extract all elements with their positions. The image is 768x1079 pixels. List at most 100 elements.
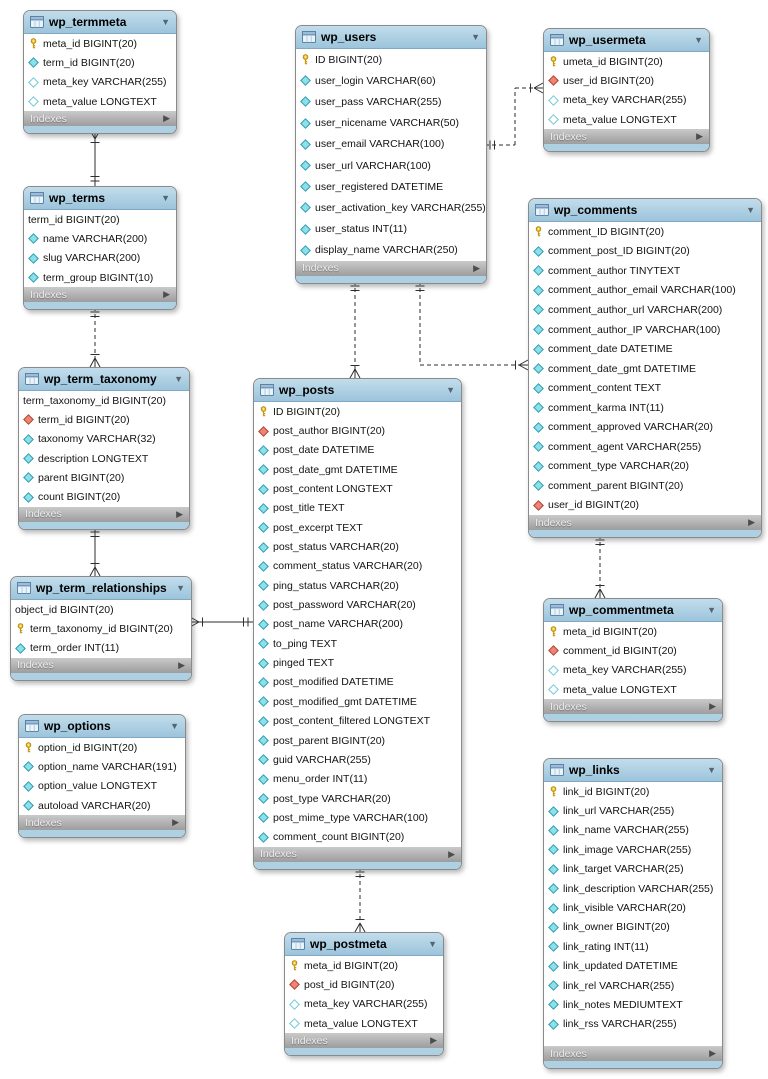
collapse-toggle-icon[interactable]: ▼ — [174, 374, 183, 384]
table-header[interactable]: wp_term_relationships▼ — [11, 577, 191, 600]
collapse-toggle-icon[interactable]: ▼ — [694, 35, 703, 45]
table-column-row[interactable]: comment_content TEXT — [529, 378, 761, 398]
table-column-row[interactable]: post_modified DATETIME — [254, 673, 461, 692]
table-column-row[interactable]: link_description VARCHAR(255) — [544, 879, 722, 898]
table-column-row[interactable]: comment_count BIGINT(20) — [254, 828, 461, 847]
table-column-row[interactable]: link_updated DATETIME — [544, 957, 722, 976]
table-column-row[interactable]: post_mime_type VARCHAR(100) — [254, 808, 461, 827]
indexes-bar[interactable]: Indexes▶ — [19, 506, 189, 522]
collapse-toggle-icon[interactable]: ▼ — [746, 205, 755, 215]
expand-indexes-icon[interactable]: ▶ — [176, 508, 183, 519]
table-wp_links[interactable]: wp_links▼link_id BIGINT(20)link_url VARC… — [543, 758, 723, 1070]
table-column-row[interactable]: user_email VARCHAR(100) — [296, 134, 486, 155]
indexes-bar[interactable]: Indexes▶ — [24, 287, 176, 303]
table-column-row[interactable]: comment_author_url VARCHAR(200) — [529, 300, 761, 320]
table-column-row[interactable]: meta_key VARCHAR(255) — [544, 661, 722, 680]
indexes-bar[interactable]: Indexes▶ — [544, 699, 722, 715]
table-wp_users[interactable]: wp_users▼ID BIGINT(20)user_login VARCHAR… — [295, 25, 487, 284]
table-header[interactable]: wp_options▼ — [19, 715, 185, 738]
table-column-row[interactable]: meta_key VARCHAR(255) — [544, 91, 709, 110]
expand-indexes-icon[interactable]: ▶ — [748, 517, 755, 528]
table-column-row[interactable]: comment_karma INT(11) — [529, 398, 761, 418]
table-header[interactable]: wp_termmeta▼ — [24, 11, 176, 34]
table-column-row[interactable]: comment_parent BIGINT(20) — [529, 476, 761, 496]
table-column-row[interactable]: post_excerpt TEXT — [254, 518, 461, 537]
table-column-row[interactable]: comment_date_gmt DATETIME — [529, 359, 761, 379]
table-column-row[interactable]: umeta_id BIGINT(20) — [544, 52, 709, 71]
table-column-row[interactable]: post_id BIGINT(20) — [285, 975, 443, 994]
table-column-row[interactable]: post_password VARCHAR(20) — [254, 595, 461, 614]
table-column-row[interactable]: user_registered DATETIME — [296, 176, 486, 197]
expand-indexes-icon[interactable]: ▶ — [709, 701, 716, 712]
indexes-bar[interactable]: Indexes▶ — [24, 111, 176, 127]
table-column-row[interactable]: post_modified_gmt DATETIME — [254, 692, 461, 711]
expand-indexes-icon[interactable]: ▶ — [709, 1048, 716, 1059]
table-column-row[interactable]: slug VARCHAR(200) — [24, 249, 176, 268]
expand-indexes-icon[interactable]: ▶ — [163, 289, 170, 300]
table-column-row[interactable]: option_name VARCHAR(191) — [19, 757, 185, 776]
collapse-toggle-icon[interactable]: ▼ — [170, 721, 179, 731]
table-column-row[interactable]: ID BIGINT(20) — [254, 402, 461, 421]
table-wp_options[interactable]: wp_options▼option_id BIGINT(20)option_na… — [18, 714, 186, 839]
table-column-row[interactable]: post_name VARCHAR(200) — [254, 615, 461, 634]
table-wp_posts[interactable]: wp_posts▼ID BIGINT(20)post_author BIGINT… — [253, 378, 462, 870]
table-column-row[interactable]: meta_id BIGINT(20) — [544, 622, 722, 641]
table-column-row[interactable]: link_rating INT(11) — [544, 937, 722, 956]
table-column-row[interactable]: post_parent BIGINT(20) — [254, 731, 461, 750]
table-column-row[interactable]: term_id BIGINT(20) — [24, 210, 176, 229]
table-column-row[interactable]: comment_author_IP VARCHAR(100) — [529, 320, 761, 340]
table-column-row[interactable]: parent BIGINT(20) — [19, 468, 189, 487]
collapse-toggle-icon[interactable]: ▼ — [707, 605, 716, 615]
table-wp_term_relationships[interactable]: wp_term_relationships▼object_id BIGINT(2… — [10, 576, 192, 681]
table-wp_commentmeta[interactable]: wp_commentmeta▼meta_id BIGINT(20)comment… — [543, 598, 723, 723]
table-column-row[interactable]: link_owner BIGINT(20) — [544, 918, 722, 937]
table-column-row[interactable]: meta_key VARCHAR(255) — [24, 73, 176, 92]
table-header[interactable]: wp_terms▼ — [24, 187, 176, 210]
table-column-row[interactable]: link_rss VARCHAR(255) — [544, 1015, 722, 1034]
expand-indexes-icon[interactable]: ▶ — [448, 848, 455, 859]
table-column-row[interactable]: user_activation_key VARCHAR(255) — [296, 197, 486, 218]
table-column-row[interactable]: link_image VARCHAR(255) — [544, 840, 722, 859]
table-header[interactable]: wp_comments▼ — [529, 199, 761, 222]
table-column-row[interactable]: user_login VARCHAR(60) — [296, 70, 486, 91]
table-header[interactable]: wp_term_taxonomy▼ — [19, 368, 189, 391]
table-column-row[interactable]: comment_ID BIGINT(20) — [529, 222, 761, 242]
table-wp_terms[interactable]: wp_terms▼term_id BIGINT(20)name VARCHAR(… — [23, 186, 177, 311]
table-column-row[interactable]: comment_type VARCHAR(20) — [529, 457, 761, 477]
table-column-row[interactable]: display_name VARCHAR(250) — [296, 240, 486, 261]
table-column-row[interactable]: user_id BIGINT(20) — [529, 496, 761, 516]
table-column-row[interactable]: link_id BIGINT(20) — [544, 782, 722, 801]
indexes-bar[interactable]: Indexes▶ — [544, 129, 709, 145]
table-header[interactable]: wp_commentmeta▼ — [544, 599, 722, 622]
table-column-row[interactable]: post_date_gmt DATETIME — [254, 460, 461, 479]
table-column-row[interactable]: comment_agent VARCHAR(255) — [529, 437, 761, 457]
table-column-row[interactable]: count BIGINT(20) — [19, 487, 189, 506]
expand-indexes-icon[interactable]: ▶ — [172, 817, 179, 828]
table-column-row[interactable]: post_date DATETIME — [254, 441, 461, 460]
table-column-row[interactable]: link_target VARCHAR(25) — [544, 860, 722, 879]
collapse-toggle-icon[interactable]: ▼ — [428, 939, 437, 949]
table-column-row[interactable]: object_id BIGINT(20) — [11, 600, 191, 619]
table-column-row[interactable]: comment_author TINYTEXT — [529, 261, 761, 281]
table-column-row[interactable]: post_content_filtered LONGTEXT — [254, 712, 461, 731]
table-column-row[interactable]: pinged TEXT — [254, 653, 461, 672]
table-wp_term_taxonomy[interactable]: wp_term_taxonomy▼term_taxonomy_id BIGINT… — [18, 367, 190, 530]
indexes-bar[interactable]: Indexes▶ — [254, 846, 461, 862]
table-column-row[interactable]: user_pass VARCHAR(255) — [296, 91, 486, 112]
table-column-row[interactable]: comment_author_email VARCHAR(100) — [529, 281, 761, 301]
table-wp_postmeta[interactable]: wp_postmeta▼meta_id BIGINT(20)post_id BI… — [284, 932, 444, 1057]
table-column-row[interactable]: post_content LONGTEXT — [254, 479, 461, 498]
table-column-row[interactable]: term_taxonomy_id BIGINT(20) — [19, 391, 189, 410]
table-column-row[interactable]: ping_status VARCHAR(20) — [254, 576, 461, 595]
indexes-bar[interactable]: Indexes▶ — [19, 815, 185, 831]
table-column-row[interactable]: meta_key VARCHAR(255) — [285, 995, 443, 1014]
table-column-row[interactable]: comment_status VARCHAR(20) — [254, 557, 461, 576]
table-column-row[interactable]: link_visible VARCHAR(20) — [544, 898, 722, 917]
collapse-toggle-icon[interactable]: ▼ — [471, 32, 480, 42]
expand-indexes-icon[interactable]: ▶ — [696, 131, 703, 142]
table-column-row[interactable]: meta_value LONGTEXT — [24, 92, 176, 111]
table-header[interactable]: wp_postmeta▼ — [285, 933, 443, 956]
table-column-row[interactable]: user_nicename VARCHAR(50) — [296, 113, 486, 134]
indexes-bar[interactable]: Indexes▶ — [285, 1033, 443, 1049]
table-column-row[interactable]: meta_value LONGTEXT — [544, 110, 709, 129]
